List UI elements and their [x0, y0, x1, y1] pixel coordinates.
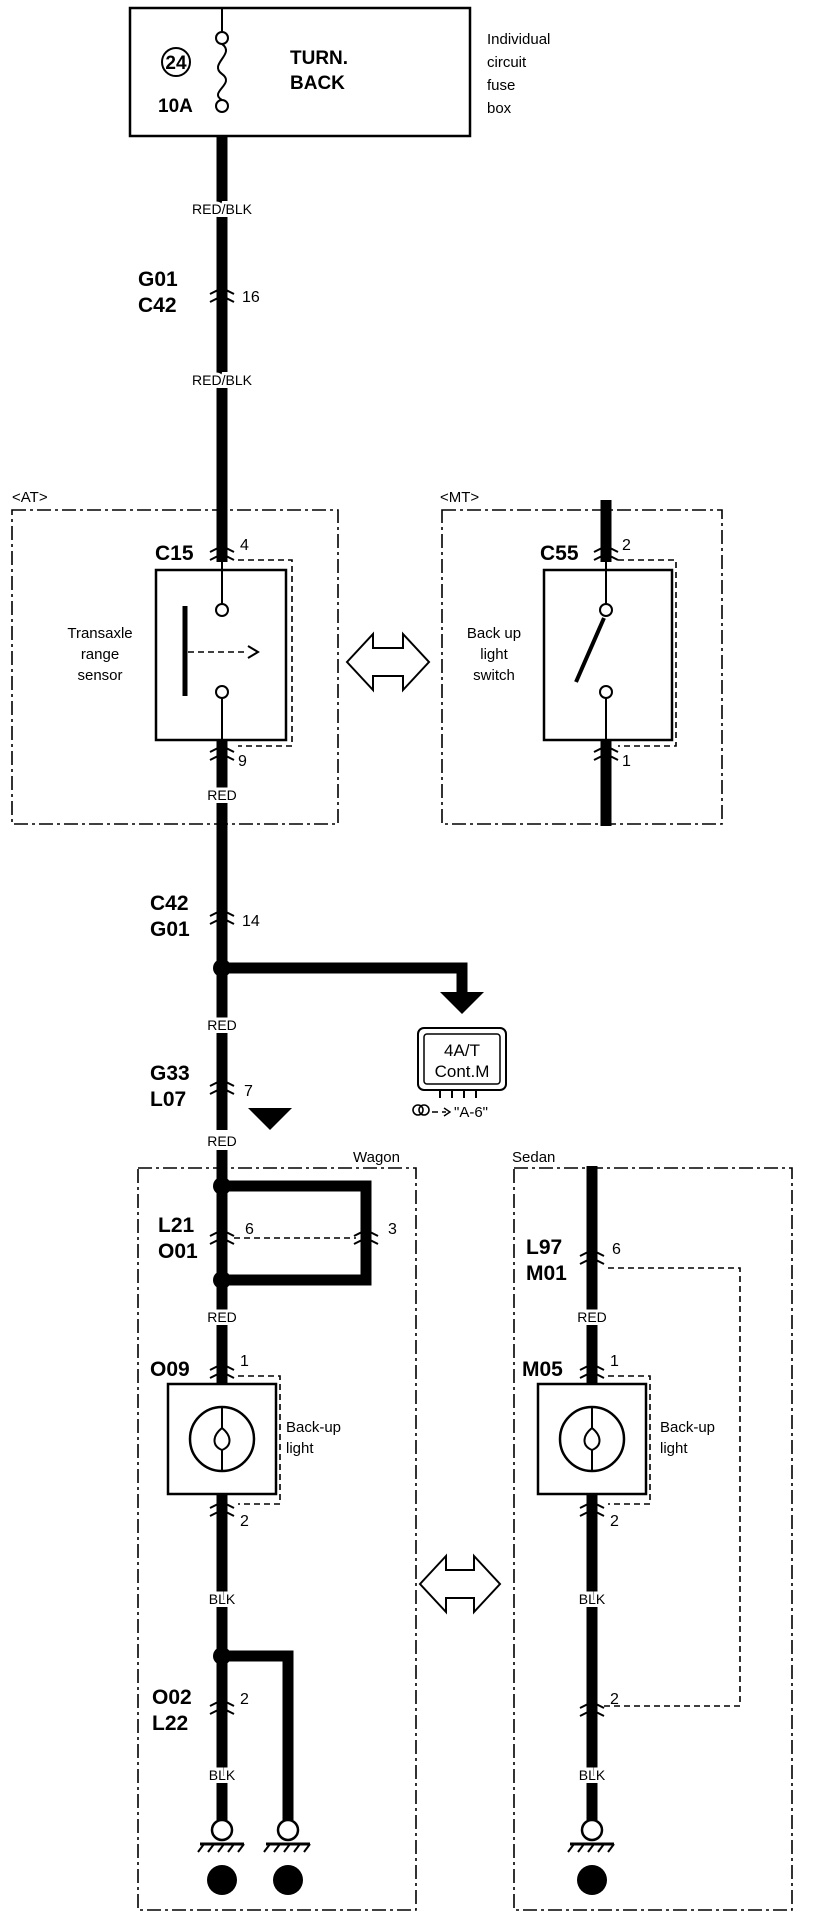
pin-7: 7 — [244, 1083, 253, 1100]
connector-label-l21: L21 — [158, 1214, 195, 1237]
component-transaxle-1: Transaxle — [67, 625, 132, 642]
wire-label-red-3: RED — [207, 1133, 237, 1149]
connector-g01-c42: G01 C42 16 — [138, 268, 260, 317]
fuse-box-caption-3: fuse — [487, 77, 515, 94]
marker-r-tcm-letter: R — [458, 993, 467, 1007]
back-up-light-switch — [542, 568, 674, 742]
pin-6-wagon: 6 — [245, 1221, 254, 1238]
connector-g33-l07: G33 L07 7 — [150, 1062, 253, 1111]
wire-label-blk-wagon-1: BLK — [209, 1591, 236, 1607]
sedan-component-1: Back-up — [660, 1419, 715, 1436]
pin-1-mt: 1 — [622, 753, 631, 770]
marker-r-2: R — [248, 1108, 292, 1130]
ground-21-wagon: 21 — [263, 1818, 311, 1895]
wagon-component-2: light — [286, 1440, 314, 1457]
pin-14: 14 — [242, 913, 260, 930]
component-backup-switch-1: Back up — [467, 625, 521, 642]
wire-to-tcm — [222, 962, 468, 994]
wagon-component-1: Back-up — [286, 1419, 341, 1436]
pin-2-wagon-ground: 2 — [240, 1691, 249, 1708]
component-transaxle-2: range — [81, 646, 119, 663]
marker-r-tcm: R — [440, 992, 484, 1014]
connector-label-g01: G01 — [138, 268, 178, 291]
connector-label-l22: L22 — [152, 1712, 188, 1735]
tcm-line1: 4A/T — [444, 1041, 480, 1060]
fuse-icon — [215, 8, 229, 113]
ground-18-wagon-label: 18 — [212, 1871, 232, 1891]
connector-label-c55: C55 — [540, 542, 579, 565]
pin-1-wagon: 1 — [240, 1353, 249, 1370]
tcm-reference: "A-6" — [454, 1104, 488, 1121]
pin-16: 16 — [242, 289, 260, 306]
connector-label-c42-2: C42 — [150, 892, 189, 915]
reference-connector-icon — [412, 1104, 452, 1117]
mt-tag: <MT> — [440, 489, 479, 506]
component-backup-switch-3: switch — [473, 667, 515, 684]
fuse-box-caption-1: Individual — [487, 31, 550, 48]
pin-9: 9 — [238, 753, 247, 770]
at-section: <AT> C15 4 Transaxle range sensor 9 — [11, 489, 339, 825]
wire-label-blk-sedan-2: BLK — [579, 1767, 606, 1783]
connector-label-g01-2: G01 — [150, 918, 190, 941]
fuse-number: 24 — [165, 53, 187, 74]
wire-label-red-sedan: RED — [577, 1309, 607, 1325]
wire-label-red-1: RED — [207, 787, 237, 803]
connector-label-c15: C15 — [155, 542, 194, 565]
wire-label-red-blk-1: RED/BLK — [192, 201, 253, 217]
wire-label-red-blk-2: RED/BLK — [192, 372, 253, 388]
pin-2-sedan-light: 2 — [610, 1513, 619, 1530]
wire-label-red-wagon: RED — [207, 1309, 237, 1325]
fuse-circuit-line1: TURN. — [290, 48, 348, 69]
exchange-arrow-wagon-sedan — [418, 1553, 502, 1615]
connector-label-m05: M05 — [522, 1358, 563, 1381]
ground-21-wagon-label: 21 — [278, 1871, 298, 1891]
connector-label-g33: G33 — [150, 1062, 190, 1085]
pin-2-sedan-ground: 2 — [610, 1691, 619, 1708]
ground-18-sedan-label: 18 — [582, 1871, 602, 1891]
connector-label-o02: O02 — [152, 1686, 192, 1709]
wagon-section: Wagon L21 O01 6 3 RED O09 1 Back-up ligh… — [137, 1149, 417, 1911]
sedan-tag: Sedan — [512, 1149, 555, 1166]
transmission-control-module: 4A/T Cont.M "A-6" — [412, 1027, 507, 1121]
fuse-box-caption-4: box — [487, 100, 512, 117]
at-tag: <AT> — [12, 489, 48, 506]
component-transaxle-3: sensor — [77, 667, 122, 684]
wire-label-red-2: RED — [207, 1017, 237, 1033]
connector-label-o09: O09 — [150, 1358, 190, 1381]
pin-3-wagon: 3 — [388, 1221, 397, 1238]
fuse-number-circle — [161, 47, 191, 77]
wire-label-blk-sedan-1: BLK — [579, 1591, 606, 1607]
connector-label-c42: C42 — [138, 294, 177, 317]
fuse-circuit-line2: BACK — [290, 73, 345, 94]
wire-label-blk-wagon-2: BLK — [209, 1767, 236, 1783]
fuse-box: 24 10A TURN. BACK Individual circuit fus… — [128, 6, 550, 138]
sedan-component-2: light — [660, 1440, 688, 1457]
connector-label-m01: M01 — [526, 1262, 567, 1285]
connector-label-o01: O01 — [158, 1240, 198, 1263]
connector-label-l07: L07 — [150, 1088, 186, 1111]
connector-c42-g01: C42 G01 14 — [150, 892, 260, 941]
pin-2-mt: 2 — [622, 537, 631, 554]
marker-r-2-letter: R — [266, 1109, 275, 1123]
component-backup-switch-2: light — [480, 646, 508, 663]
ground-18-sedan: 18 — [567, 1818, 615, 1895]
sedan-section: Sedan L97 M01 6 RED M05 1 Back-up light … — [512, 1149, 793, 1911]
mt-section: <MT> C55 2 Back up light switch 1 — [440, 489, 723, 826]
pin-2-wagon-light: 2 — [240, 1513, 249, 1530]
fuse-rating: 10A — [158, 96, 193, 117]
exchange-arrow-at-mt — [345, 631, 431, 693]
tcm-line2: Cont.M — [435, 1062, 490, 1081]
wagon-tag: Wagon — [353, 1149, 400, 1166]
pin-4: 4 — [240, 537, 249, 554]
fuse-box-caption-2: circuit — [487, 54, 527, 71]
pin-6-sedan: 6 — [612, 1241, 621, 1258]
pin-1-sedan: 1 — [610, 1353, 619, 1370]
ground-18-wagon: 18 — [197, 1818, 245, 1895]
connector-label-l97: L97 — [526, 1236, 562, 1259]
